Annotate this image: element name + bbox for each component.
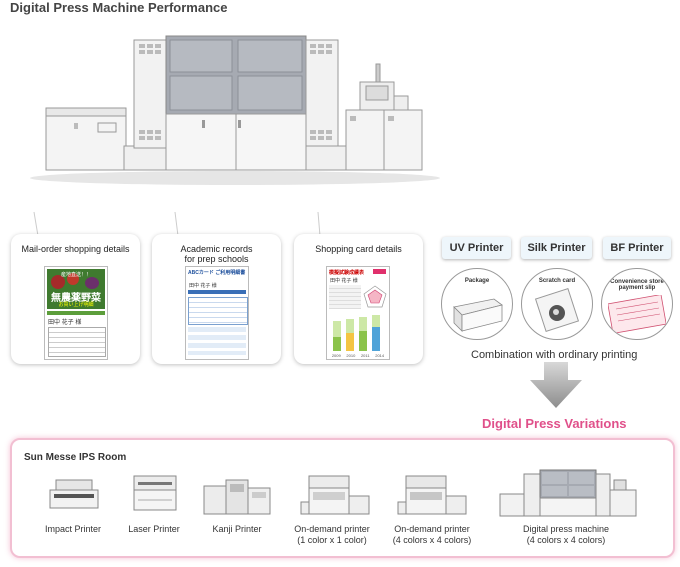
year-axis: 2009 2010 2011 2014	[329, 353, 387, 358]
sample-label: Shopping card details	[315, 244, 402, 254]
year-label: 2011	[360, 353, 370, 358]
ips-room-panel: Sun Messe IPS Room Impact Printer Laser …	[10, 438, 675, 558]
sample-label-line1: Academic records	[180, 244, 253, 254]
payment-slip-label-line2: payment slip	[618, 285, 656, 291]
sample-label: Mail-order shopping details	[21, 244, 130, 254]
on-demand-printer-mono-icon	[300, 475, 370, 515]
room-title: Sun Messe IPS Room	[24, 452, 127, 463]
sample-label-line2: for prep schools	[184, 254, 249, 264]
variations-heading: Digital Press Variations	[482, 416, 627, 431]
scratch-card-sample-circle: Scratch card	[521, 268, 593, 340]
package-label: Package	[464, 278, 490, 284]
scratch-card-icon	[534, 287, 580, 333]
package-sample-circle: Package	[441, 268, 513, 340]
sheet-header: 模擬試験成績表	[329, 270, 365, 276]
page-title: Digital Press Machine Performance	[10, 0, 228, 15]
customer-name: 田中 花子 様	[330, 278, 358, 284]
laser-printer-icon	[133, 475, 177, 511]
down-arrow-icon	[530, 362, 582, 408]
device-label: Impact Printer	[44, 524, 102, 534]
sample-card-mail-order: Mail-order shopping details 産地直送！！ 無農薬野菜…	[11, 234, 140, 364]
card-statement-sheet: ABCカード ご利用明細書 田中 花子 様	[185, 266, 249, 360]
payment-slip-icon	[608, 295, 666, 333]
order-table	[48, 327, 106, 357]
bf-printer-chip: BF Printer	[603, 237, 671, 259]
device-label: Digital press machine (4 colors x 4 colo…	[522, 524, 610, 545]
exam-results-sheet: 模擬試験成績表 田中 花子 様 2009 2010 2011 2014	[326, 266, 390, 360]
digital-press-machine-icon	[499, 469, 637, 517]
payment-slip-sample-circle: Convenience store payment slip	[601, 268, 673, 340]
year-label: 2010	[346, 353, 356, 358]
combination-text: Combination with ordinary printing	[471, 349, 638, 361]
device-label: Kanji Printer	[212, 524, 262, 534]
score-bar-chart	[333, 315, 380, 351]
scratch-card-label: Scratch card	[538, 278, 576, 284]
radar-chart-icon	[363, 285, 387, 308]
impact-printer-icon	[49, 479, 99, 509]
device-label: On-demand printer (4 colors x 4 colors)	[392, 524, 472, 545]
kanji-printer-icon	[203, 479, 271, 515]
payment-slip-label-line1: Convenience store	[610, 279, 664, 285]
vegetables-photo: 産地直送！！ 無農薬野菜 お買い上げ明細	[47, 269, 105, 309]
customer-name: 田中 花子 様	[48, 320, 82, 326]
digital-press-machine-illustration	[30, 35, 440, 237]
year-label: 2014	[375, 353, 385, 358]
sample-card-academic-records: Academic records for prep schools ABCカード…	[152, 234, 281, 364]
year-label: 2009	[331, 353, 341, 358]
customer-name: 田中 花子 様	[189, 283, 217, 289]
sample-card-shopping-card: Shopping card details 模擬試験成績表 田中 花子 様 20…	[294, 234, 423, 364]
mail-order-flyer: 産地直送！！ 無農薬野菜 お買い上げ明細 田中 花子 様	[44, 266, 108, 360]
silk-printer-chip: Silk Printer	[521, 237, 592, 259]
package-box-icon	[453, 298, 503, 332]
flyer-title: 無農薬野菜	[51, 293, 101, 304]
statement-header: ABCカード ご利用明細書	[188, 270, 246, 276]
uv-printer-chip: UV Printer	[442, 237, 511, 259]
device-label: On-demand printer (1 color x 1 color)	[294, 524, 370, 545]
statement-table	[188, 297, 248, 325]
on-demand-printer-color-icon	[397, 475, 467, 515]
device-label: Laser Printer	[128, 524, 180, 534]
